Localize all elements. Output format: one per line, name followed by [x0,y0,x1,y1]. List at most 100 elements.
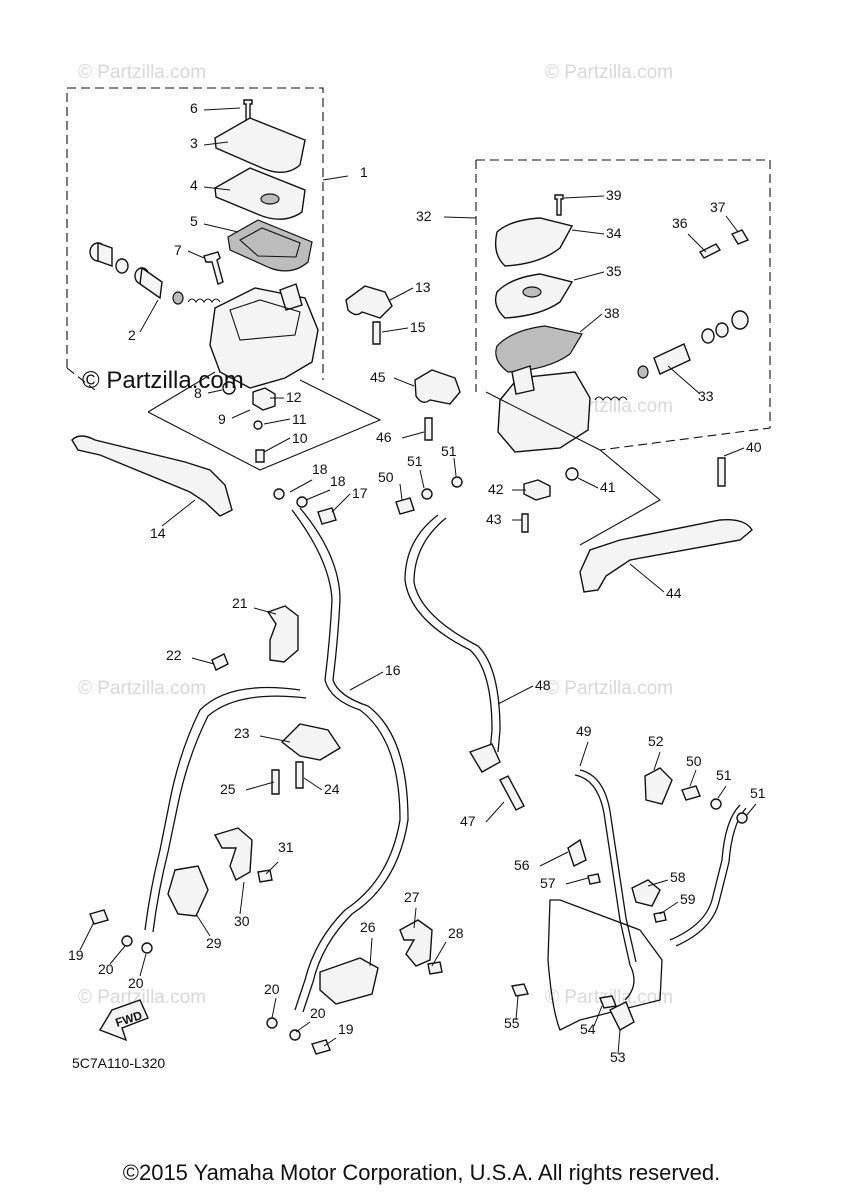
callout-number[interactable]: 35 [606,263,622,279]
callout-number[interactable]: 15 [410,319,426,335]
callout-number[interactable]: 44 [666,585,682,601]
callout-number[interactable]: 39 [606,187,622,203]
watermark-text: © Partzilla.com [78,678,206,699]
callout-number[interactable]: 2 [128,327,136,343]
collar-part [730,229,750,245]
callout-leader [203,223,239,233]
callout-number[interactable]: 51 [750,785,766,801]
callout-number[interactable]: 49 [576,723,592,739]
callout-number[interactable]: 18 [330,473,346,489]
plate-hole [260,193,280,205]
callout-number[interactable]: 36 [672,215,688,231]
callout-number[interactable]: 25 [220,781,236,797]
piston-kit [89,242,221,305]
callout-number[interactable]: 9 [218,411,226,427]
callout-number[interactable]: 19 [68,947,84,963]
leader-line [485,391,661,546]
callout-number[interactable]: 18 [312,461,328,477]
callout-number[interactable]: 48 [535,677,551,693]
screw-part [554,194,564,216]
callout-leader [577,477,599,489]
callout-number[interactable]: 5 [190,213,198,229]
callout-number[interactable]: 52 [648,733,664,749]
callout-number[interactable]: 3 [190,135,198,151]
callout-number[interactable]: 24 [324,781,340,797]
callout-number[interactable]: 30 [234,913,250,929]
callout-number[interactable]: 51 [407,453,423,469]
pipe-clamp [631,879,661,907]
callout-number[interactable]: 16 [385,662,401,678]
master-cylinder-holder [345,285,393,319]
callout-number[interactable]: 20 [310,1005,326,1021]
callout-number[interactable]: 1 [360,164,368,180]
screw-part [717,457,726,487]
callout-number[interactable]: 56 [514,857,530,873]
callout-number[interactable]: 33 [698,388,714,404]
callout-number[interactable]: 55 [504,1015,520,1031]
callout-leader [485,801,505,823]
callout-number[interactable]: 14 [150,525,166,541]
callout-number[interactable]: 43 [486,511,502,527]
callout-number[interactable]: 20 [128,975,144,991]
callout-leader [305,489,331,501]
callout-number[interactable]: 28 [448,925,464,941]
callout-number[interactable]: 22 [166,647,182,663]
callout-leader [401,431,425,439]
callout-number[interactable]: 7 [174,242,182,258]
watermark-text: © Partzilla.com [545,62,673,83]
washer-part [296,496,308,508]
callout-number[interactable]: 20 [264,981,280,997]
callout-number[interactable]: 40 [746,439,762,455]
callout-number[interactable]: 32 [416,208,432,224]
callout-number[interactable]: 46 [376,429,392,445]
watermark-text: © Partzilla.com [78,62,206,83]
callout-leader [393,377,415,387]
callout-number[interactable]: 12 [286,389,302,405]
callout-number[interactable]: 37 [710,199,726,215]
callout-number[interactable]: 42 [488,481,504,497]
callout-number[interactable]: 19 [338,1021,354,1037]
callout-leader [191,657,215,665]
copyright-text: ©2015 Yamaha Motor Corporation, U.S.A. A… [122,1160,721,1185]
callout-number[interactable]: 47 [460,813,476,829]
callout-number[interactable]: 6 [190,100,198,116]
callout-number[interactable]: 38 [604,305,620,321]
callout-number[interactable]: 54 [580,1021,596,1037]
bolt-part [257,869,273,883]
callout-leader [539,851,569,867]
callout-number[interactable]: 20 [98,961,114,977]
partzilla-stamp: © Partzilla.com [82,367,244,394]
callout-number[interactable]: 11 [292,411,307,427]
callout-number[interactable]: 29 [206,935,222,951]
callout-number[interactable]: 17 [352,485,368,501]
callout-number[interactable]: 51 [716,767,732,783]
brake-hoses [144,507,747,1031]
watermarks: © Partzilla.com © Partzilla.com © Partzi… [78,62,673,1008]
callout-number[interactable]: 57 [540,875,556,891]
callout-number[interactable]: 4 [190,177,198,193]
callout-number[interactable]: 41 [600,479,616,495]
callout-number[interactable]: 8 [194,385,202,401]
bolt-part [587,873,601,885]
pipe-clamp [644,767,673,805]
callout-number[interactable]: 10 [292,430,308,446]
callout-number[interactable]: 53 [610,1049,626,1065]
reservoir-cap [214,117,306,173]
callout-leader [413,907,417,929]
part-code: 5C7A110-L320 [72,1055,165,1071]
callout-number[interactable]: 23 [234,725,250,741]
callout-number[interactable]: 21 [232,595,248,611]
callout-number[interactable]: 51 [441,443,457,459]
callout-number[interactable]: 34 [606,225,622,241]
callout-number[interactable]: 50 [378,469,394,485]
callout-number[interactable]: 58 [670,869,686,885]
callout-number[interactable]: 26 [360,919,376,935]
callout-number[interactable]: 13 [415,279,431,295]
callout-number[interactable]: 50 [686,753,702,769]
callout-number[interactable]: 27 [404,889,420,905]
callout-leader [265,861,279,875]
callout-number[interactable]: 31 [278,839,294,855]
callout-number[interactable]: 45 [370,369,386,385]
callout-number[interactable]: 59 [680,891,696,907]
diaphragm-rib [239,227,301,258]
